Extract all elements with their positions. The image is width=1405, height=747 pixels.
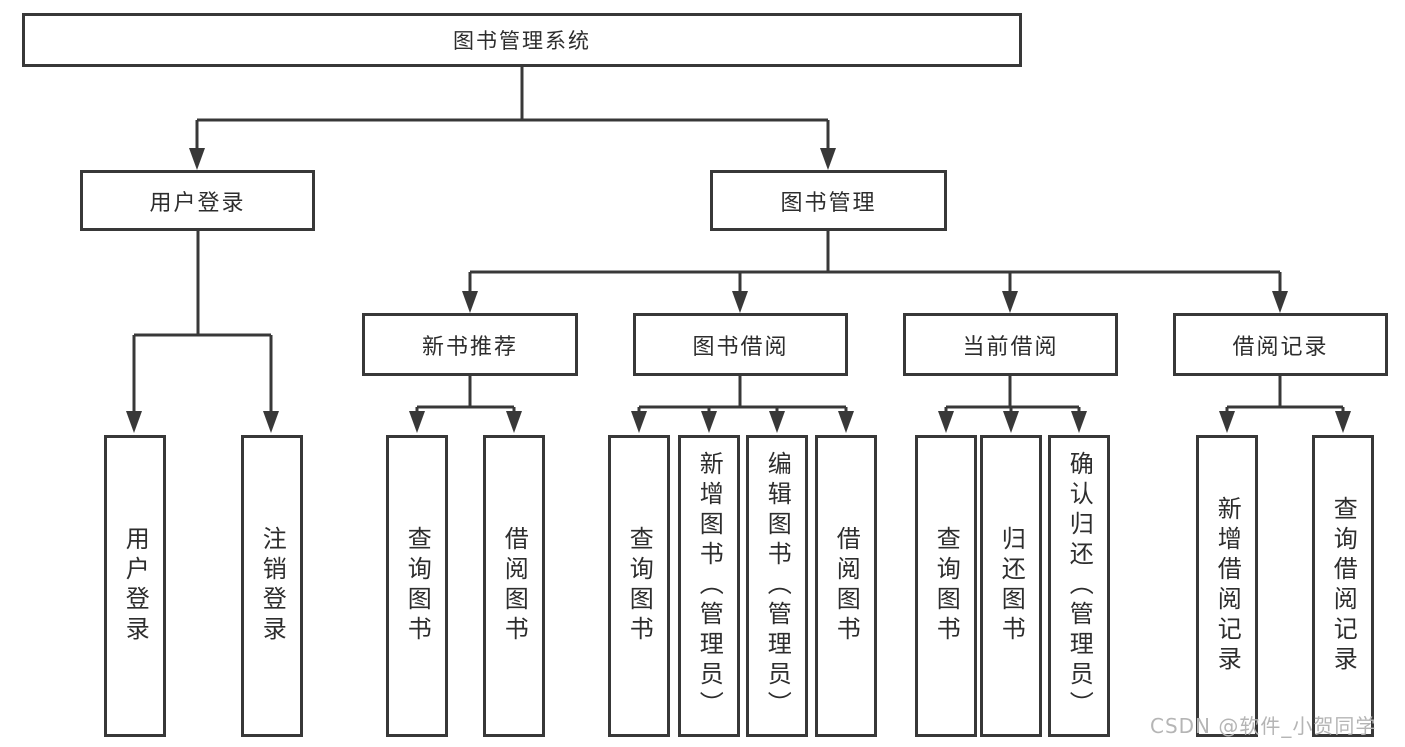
leaf-query-borrow-record: 查询借阅记录 (1312, 435, 1374, 737)
node-user-login: 用户登录 (80, 170, 315, 231)
leaf-add-borrow-record-label: 新增借阅记录 (1213, 496, 1242, 676)
leaf-return-books-label: 归还图书 (997, 526, 1026, 646)
leaf-user-login-label: 用户登录 (121, 526, 150, 646)
node-book-management: 图书管理 (710, 170, 947, 231)
leaf-add-book-admin-label: 新增图书（管理员） (695, 451, 724, 721)
node-book-borrow-label: 图书借阅 (692, 334, 789, 360)
leaf-borrow-books: 借阅图书 (815, 435, 877, 737)
leaf-return-books: 归还图书 (980, 435, 1042, 737)
node-user-login-label: 用户登录 (149, 190, 246, 216)
leaf-add-book-admin: 新增图书（管理员） (678, 435, 740, 737)
leaf-query-books-recommend-label: 查询图书 (403, 526, 432, 646)
leaf-query-books-borrow-label: 查询图书 (625, 526, 654, 646)
leaf-query-books-borrow: 查询图书 (608, 435, 670, 737)
csdn-watermark: CSDN @软件_小贺同学 (1150, 714, 1377, 738)
node-borrow-record: 借阅记录 (1173, 313, 1388, 376)
leaf-borrow-books-recommend: 借阅图书 (483, 435, 545, 737)
leaf-confirm-return-admin: 确认归还（管理员） (1048, 435, 1110, 737)
node-current-borrow: 当前借阅 (903, 313, 1118, 376)
leaf-user-login: 用户登录 (104, 435, 166, 737)
node-current-borrow-label: 当前借阅 (962, 334, 1059, 360)
leaf-edit-book-admin-label: 编辑图书（管理员） (763, 451, 792, 721)
leaf-add-borrow-record: 新增借阅记录 (1196, 435, 1258, 737)
leaf-query-books-current: 查询图书 (915, 435, 977, 737)
leaf-edit-book-admin: 编辑图书（管理员） (746, 435, 808, 737)
leaf-query-books-current-label: 查询图书 (932, 526, 961, 646)
leaf-borrow-books-recommend-label: 借阅图书 (500, 526, 529, 646)
leaf-logout: 注销登录 (241, 435, 303, 737)
node-new-book-recommend: 新书推荐 (362, 313, 578, 376)
node-book-management-label: 图书管理 (780, 190, 877, 216)
node-book-borrow: 图书借阅 (633, 313, 848, 376)
node-root-label: 图书管理系统 (453, 29, 591, 53)
leaf-borrow-books-label: 借阅图书 (832, 526, 861, 646)
leaf-query-books-recommend: 查询图书 (386, 435, 448, 737)
node-new-book-recommend-label: 新书推荐 (421, 334, 518, 360)
leaf-logout-label: 注销登录 (258, 526, 287, 646)
node-borrow-record-label: 借阅记录 (1232, 334, 1329, 360)
node-root: 图书管理系统 (22, 13, 1022, 67)
leaf-query-borrow-record-label: 查询借阅记录 (1329, 496, 1358, 676)
leaf-confirm-return-admin-label: 确认归还（管理员） (1065, 451, 1094, 721)
